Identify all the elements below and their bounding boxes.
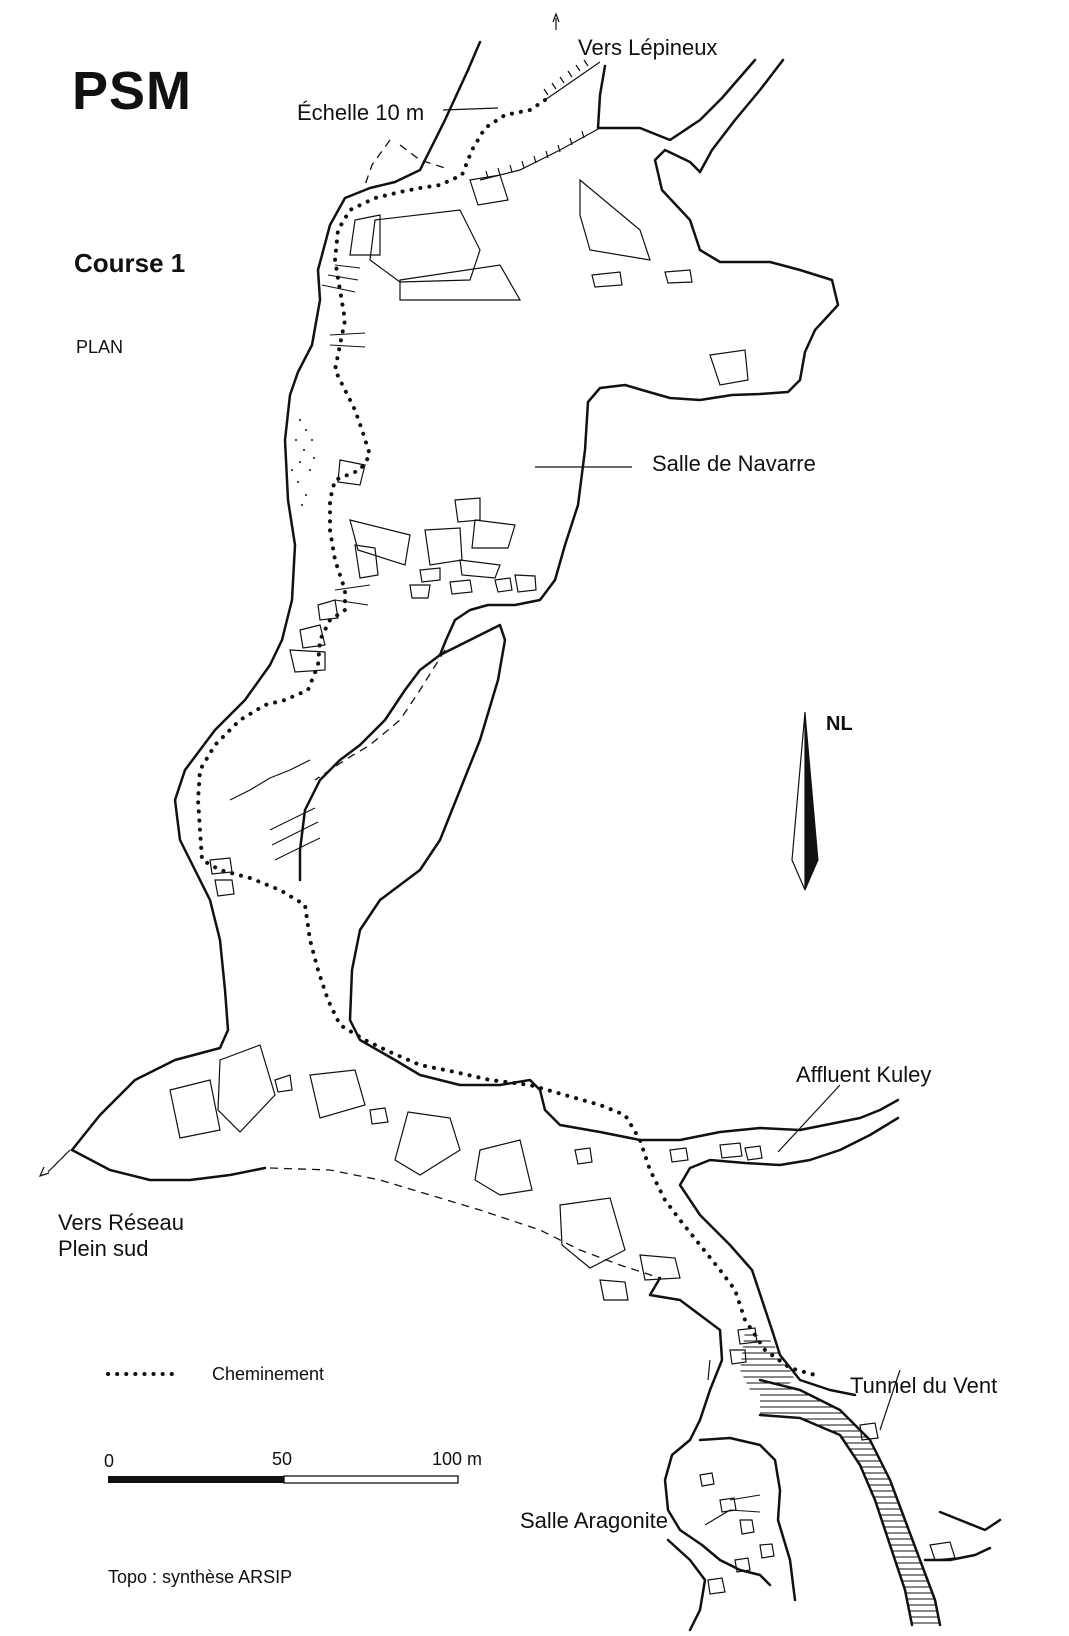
scale-bar xyxy=(108,1475,459,1484)
route-cheminement xyxy=(195,98,817,1377)
label-affluent-kuley: Affluent Kuley xyxy=(796,1062,932,1087)
north-arrow-label: NL xyxy=(826,713,853,735)
pitch-ticks xyxy=(229,59,723,1381)
legend-route-label: Cheminement xyxy=(212,1364,325,1384)
scale-tick-0: 0 xyxy=(104,1451,115,1471)
label-vers-lepineux: Vers Lépineux xyxy=(578,35,718,60)
scale-tick-100: 100 m xyxy=(432,1449,483,1469)
north-arrow xyxy=(791,711,819,891)
label-plein-sud: Plein sud xyxy=(58,1236,149,1261)
map-title: PSM xyxy=(72,61,193,121)
course-label: Course 1 xyxy=(74,248,186,278)
flow-marks xyxy=(269,264,761,1513)
leader-lines xyxy=(38,12,901,1526)
label-vers-reseau: Vers Réseau xyxy=(58,1210,184,1235)
label-salle-aragonite: Salle Aragonite xyxy=(520,1508,668,1533)
scale-tick-50: 50 xyxy=(272,1449,293,1469)
credit-text: Topo : synthèse ARSIP xyxy=(108,1567,293,1587)
tunnel-hatched-area xyxy=(760,1380,940,1625)
cave-walls xyxy=(70,40,1002,1632)
sand-deposit xyxy=(291,419,315,506)
label-salle-navarre: Salle de Navarre xyxy=(652,451,816,476)
label-echelle: Échelle 10 m xyxy=(297,100,425,125)
view-label: PLAN xyxy=(76,337,124,357)
label-tunnel-du-vent: Tunnel du Vent xyxy=(850,1373,998,1398)
aragonite-hatched-area xyxy=(740,1330,795,1392)
